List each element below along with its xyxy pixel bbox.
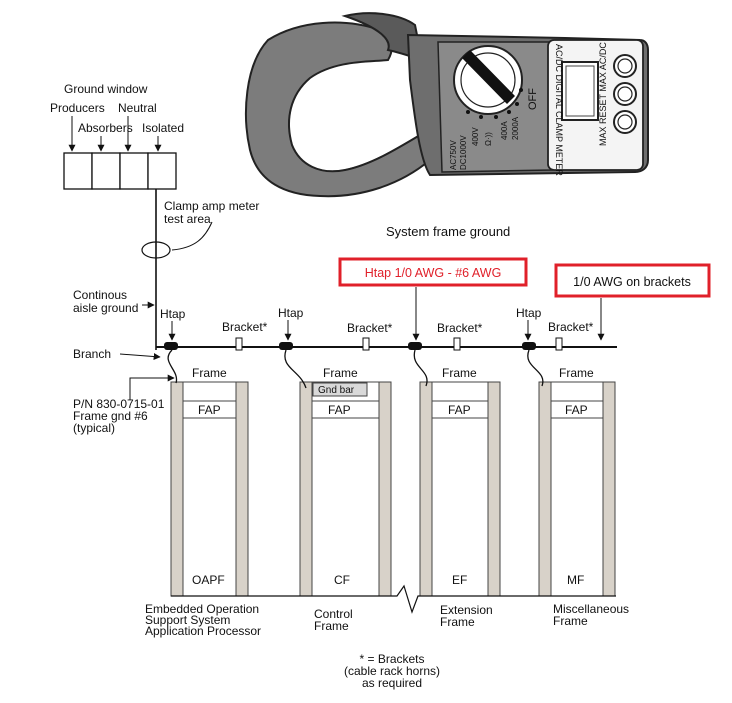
frame-cf: Frame Gnd bar FAP CF [284, 349, 392, 597]
clamp-test-leader [171, 221, 213, 251]
bracket-group: Bracket* Bracket* Bracket* Bracket* [222, 320, 594, 351]
label-absorbers: Absorbers [78, 121, 133, 135]
frame-code-cf: CF [334, 573, 350, 587]
bracket-label-2: Bracket* [347, 321, 393, 335]
frame-mf: Frame FAP MF [527, 349, 616, 597]
htap-connector-3 [408, 342, 422, 350]
label-neutral: Neutral [118, 101, 157, 115]
frame-oapf: Frame FAP OAPF [167, 349, 249, 597]
dial-ohm: Ω·)) [484, 132, 493, 146]
frame-fap-label-1: FAP [198, 403, 221, 417]
clamp-test-ellipse [141, 241, 171, 259]
floor-line [171, 584, 616, 614]
gnd-bar-label: Gnd bar [318, 385, 355, 396]
htap-label-1: Htap [160, 307, 186, 321]
bracket-label-1: Bracket* [222, 320, 268, 334]
dial-off: OFF [527, 88, 539, 110]
diagram-title: System frame ground [386, 224, 510, 239]
bracket-label-3: Bracket* [437, 321, 483, 335]
callout-brackets-awg: 1/0 AWG on brackets [554, 263, 711, 341]
frame-code-ef: EF [452, 573, 467, 587]
footnote: * = Brackets(cable rack horns)as require… [344, 652, 440, 690]
ground-window: Ground window Producers Absorbers Neutra… [50, 82, 184, 190]
frame-fap-label-4: FAP [565, 403, 588, 417]
htap-label-3: Htap [516, 306, 542, 320]
callout-htap-awg-text: Htap 1/0 AWG - #6 AWG [365, 266, 502, 280]
dial-400a: 400A [500, 121, 509, 140]
bracket-1 [235, 337, 243, 351]
bracket-3 [453, 337, 461, 351]
frame-top-label-4: Frame [559, 366, 594, 380]
frame-top-label-2: Frame [323, 366, 358, 380]
frame-top-label-1: Frame [192, 366, 227, 380]
frame-ef: Frame FAP EF [413, 349, 501, 597]
htap-label-2: Htap [278, 306, 304, 320]
frame-code-mf: MF [567, 573, 584, 587]
dial-2000a: 2000A [511, 116, 520, 140]
callout-brackets-awg-text: 1/0 AWG on brackets [573, 275, 691, 289]
ground-window-title: Ground window [64, 82, 148, 96]
bracket-4 [555, 337, 563, 351]
label-producers: Producers [50, 101, 105, 115]
meter-buttons-label: MAX RESET MAX AC/DC [598, 42, 608, 146]
htap-connector-1 [164, 342, 178, 350]
callout-htap-awg: Htap 1/0 AWG - #6 AWG [338, 257, 528, 341]
dial-400v: 400V [471, 127, 480, 146]
htap-connector-2 [279, 342, 293, 350]
meter-dial [453, 45, 523, 119]
frame-code-oapf: OAPF [192, 573, 225, 587]
bracket-label-4: Bracket* [548, 320, 594, 334]
htap-connector-4 [522, 342, 536, 350]
branch-label: Branch [73, 347, 111, 361]
frame-fap-label-2: FAP [328, 403, 351, 417]
frame-fap-label-3: FAP [448, 403, 471, 417]
bracket-2 [362, 337, 370, 351]
frame-top-label-3: Frame [442, 366, 477, 380]
htap-group: Htap Htap Htap [160, 306, 542, 350]
meter-side-label: AC/DC DIGITAL CLAMP METER [554, 44, 564, 176]
dial-ac750v: AC750V [449, 140, 458, 170]
dial-dc1000v: DC1000V [459, 135, 468, 170]
label-isolated: Isolated [142, 121, 184, 135]
clamp-meter: AC/DC DIGITAL CLAMP METER MAX RESET MAX … [245, 12, 649, 198]
